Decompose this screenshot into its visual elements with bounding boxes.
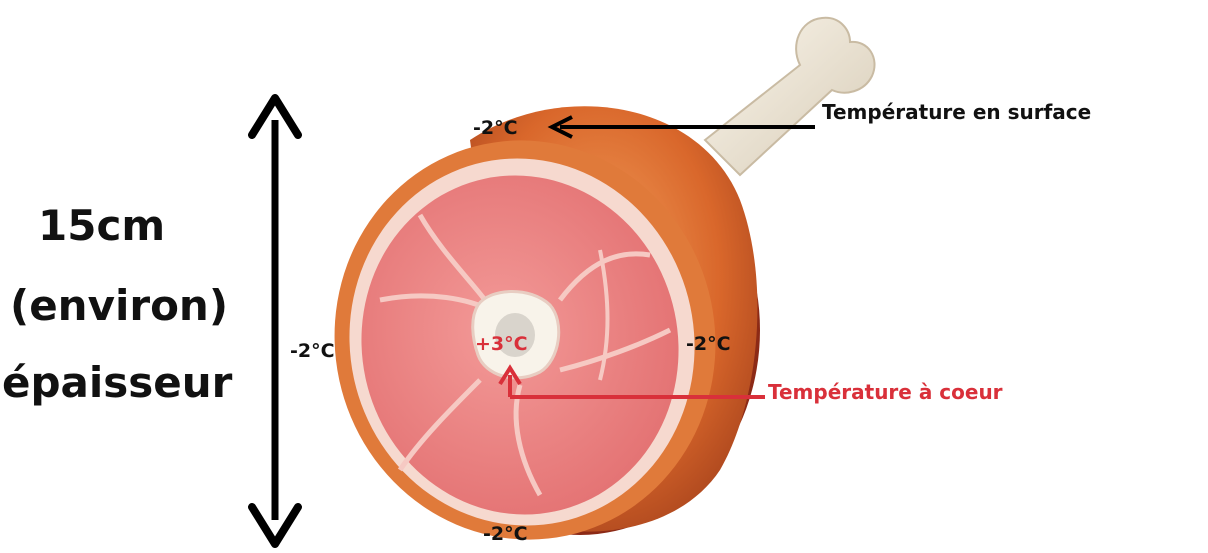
temp-surface-top: -2°C [473,117,518,139]
thickness-word: épaisseur [2,362,232,404]
temp-right: -2°C [686,333,731,355]
label-core: Température à coeur [768,380,1003,404]
thickness-value: 15cm [38,205,165,247]
temp-core: +3°C [475,333,528,355]
temp-left: -2°C [290,340,335,362]
label-surface: Température en surface [822,100,1091,124]
temp-bottom: -2°C [483,523,528,545]
bone-shape [705,18,875,175]
thickness-qualifier: (environ) [10,285,228,327]
thickness-arrow [252,98,298,544]
